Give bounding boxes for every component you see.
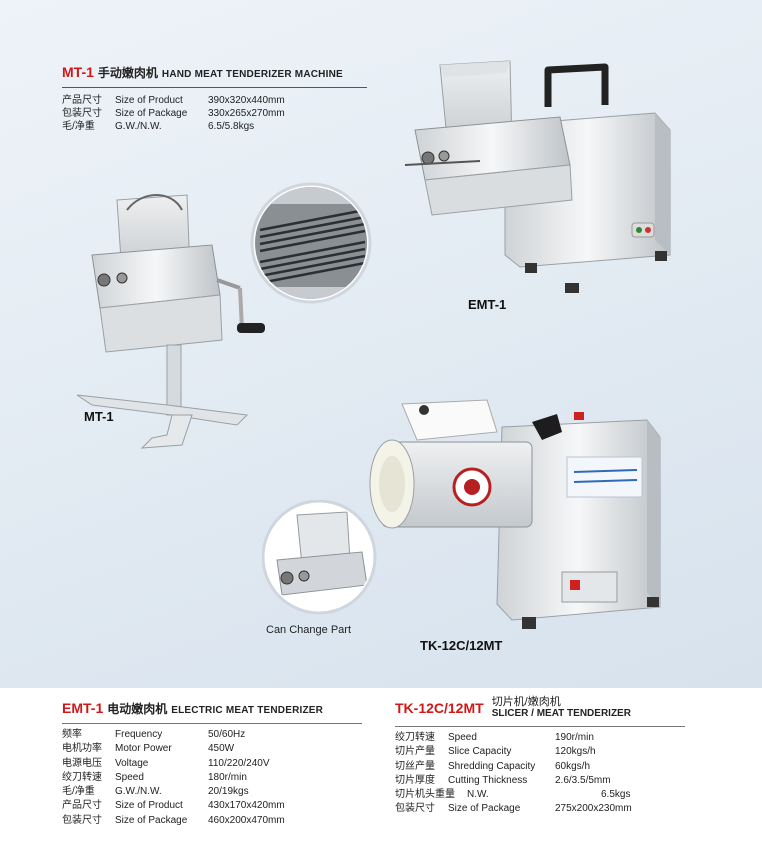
spec-value: 460x200x470mm: [208, 814, 285, 826]
spec-label-en: Cutting Thickness: [448, 774, 528, 786]
spec-value: 120kgs/h: [555, 746, 596, 758]
spec-row: 频率 Frequency 50/60Hz: [62, 728, 362, 742]
change-part-caption: Can Change Part: [266, 624, 351, 636]
spec-row: 包装尺寸 Size of Package 460x200x470mm: [62, 814, 362, 828]
spec-label-cn: 切片产量: [395, 746, 435, 758]
emt1-code: EMT-1: [62, 700, 104, 716]
mt1-name-cn: 手动嫩肉机: [97, 66, 158, 80]
spec-value: 390x320x440mm: [208, 95, 285, 106]
tk-spec-block: TK-12C/12MT 切片机/嫩肉机 SLICER / MEAT TENDER…: [395, 696, 685, 817]
spec-label-cn: 电源电压: [62, 757, 102, 769]
spec-label-cn: 频率: [62, 729, 82, 740]
spec-row: 包装尺寸 Size of Package 275x200x230mm: [395, 802, 685, 816]
spec-label-en: Voltage: [115, 757, 149, 769]
blade-closeup-image: [250, 182, 372, 304]
tk-spec-table: 绞刀转速 Speed 190r/min 切片产量 Slice Capacity 120k…: [395, 731, 685, 817]
emt1-name-cn: 电动嫩肉机: [107, 702, 168, 716]
spec-label-en: Size of Package: [115, 814, 188, 826]
spec-label-en: Size of Product: [115, 95, 183, 106]
spec-label-en: G.W./N.W.: [115, 786, 162, 798]
spec-label-en: Size of Package: [115, 108, 188, 119]
mt1-divider: [62, 87, 367, 88]
mt1-spec-table: 产品尺寸 Size of Product 390x320x440mm 包装尺寸 …: [62, 94, 367, 133]
spec-label-en: Size of Package: [448, 803, 521, 815]
tk-title: TK-12C/12MT 切片机/嫩肉机 SLICER / MEAT TENDER…: [395, 696, 685, 720]
spec-row: 切片机头重量 N.W. 6.5kgs: [395, 788, 685, 802]
spec-row: 电源电压 Voltage 110/220/240V: [62, 757, 362, 771]
spec-value: 430x170x420mm: [208, 800, 285, 812]
spec-row: 产品尺寸 Size of Product 390x320x440mm: [62, 94, 367, 107]
spec-label-en: Speed: [448, 732, 477, 743]
spec-label-en: Slice Capacity: [448, 746, 512, 758]
spec-label-cn: 切丝产量: [395, 760, 435, 772]
spec-row: 绞刀转速 Speed 190r/min: [395, 731, 685, 745]
spec-label-cn: 包装尺寸: [62, 814, 102, 826]
spec-row: 切片产量 Slice Capacity 120kgs/h: [395, 745, 685, 759]
spec-value: 275x200x230mm: [555, 803, 632, 815]
mt1-label: MT-1: [84, 409, 114, 424]
emt1-spec-table: 频率 Frequency 50/60Hz 电机功率 Motor Power 450W 电…: [62, 728, 362, 828]
spec-row: 包装尺寸 Size of Package 330x265x270mm: [62, 107, 367, 120]
spec-label-en: Size of Product: [115, 800, 183, 812]
spec-label-en: N.W.: [467, 789, 489, 801]
spec-label-cn: 产品尺寸: [62, 800, 102, 812]
mt1-name-en: HAND MEAT TENDERIZER MACHINE: [161, 69, 343, 80]
spec-label-cn: 切片机头重量: [395, 789, 455, 801]
spec-row: 产品尺寸 Size of Product 430x170x420mm: [62, 799, 362, 813]
spec-label-cn: 电机功率: [62, 743, 102, 755]
tk-divider: [395, 726, 685, 727]
spec-label-cn: 包装尺寸: [62, 108, 102, 119]
spec-label-en: G.W./N.W.: [115, 121, 162, 132]
change-part-image: [262, 500, 377, 615]
spec-value: 6.5kgs: [601, 789, 631, 801]
spec-value: 60kgs/h: [555, 760, 591, 772]
spec-label-en: Motor Power: [115, 743, 172, 755]
spec-label-cn: 绞刀转速: [62, 771, 102, 783]
spec-label-en: Frequency: [115, 729, 163, 740]
spec-value: 50/60Hz: [208, 729, 246, 740]
emt1-divider: [62, 723, 362, 724]
spec-value: 330x265x270mm: [208, 108, 285, 119]
spec-value: 2.6/3.5/5mm: [555, 774, 611, 786]
tk-label: TK-12C/12MT: [420, 638, 503, 653]
emt1-machine-image: [404, 60, 671, 293]
spec-row: 毛/净重 G.W./N.W. 20/19kgs: [62, 785, 362, 799]
spec-value: 180r/min: [208, 771, 247, 783]
mt1-code: MT-1: [62, 64, 94, 80]
spec-label-cn: 绞刀转速: [395, 732, 435, 743]
spec-label-cn: 毛/净重: [62, 786, 95, 798]
mt1-machine-image: [76, 194, 265, 449]
spec-value: 6.5/5.8kgs: [208, 121, 255, 132]
spec-value: 190r/min: [555, 732, 594, 743]
tk-machine-image: [369, 399, 661, 629]
spec-label-cn: 产品尺寸: [62, 95, 102, 106]
spec-label-en: Speed: [115, 771, 144, 783]
tk-name-cn: 切片机/嫩肉机: [491, 696, 561, 708]
spec-row: 毛/净重 G.W./N.W. 6.5/5.8kgs: [62, 120, 367, 133]
spec-value: 450W: [208, 743, 235, 755]
spec-row: 绞刀转速 Speed 180r/min: [62, 771, 362, 785]
spec-row: 电机功率 Motor Power 450W: [62, 742, 362, 756]
spec-value: 20/19kgs: [208, 786, 249, 798]
spec-label-cn: 切片厚度: [395, 774, 435, 786]
spec-value: 110/220/240V: [208, 757, 270, 769]
emt1-label: EMT-1: [468, 297, 507, 312]
spec-label-cn: 毛/净重: [62, 121, 95, 132]
emt1-name-en: ELECTRIC MEAT TENDERIZER: [171, 705, 324, 716]
spec-row: 切片厚度 Cutting Thickness 2.6/3.5/5mm: [395, 774, 685, 788]
spec-label-cn: 包装尺寸: [395, 803, 435, 815]
tk-code: TK-12C/12MT: [395, 700, 484, 716]
spec-row: 切丝产量 Shredding Capacity 60kgs/h: [395, 760, 685, 774]
tk-names: 切片机/嫩肉机 SLICER / MEAT TENDERIZER: [492, 696, 631, 720]
tk-name-en: SLICER / MEAT TENDERIZER: [491, 708, 631, 719]
spec-label-en: Shredding Capacity: [448, 760, 536, 772]
